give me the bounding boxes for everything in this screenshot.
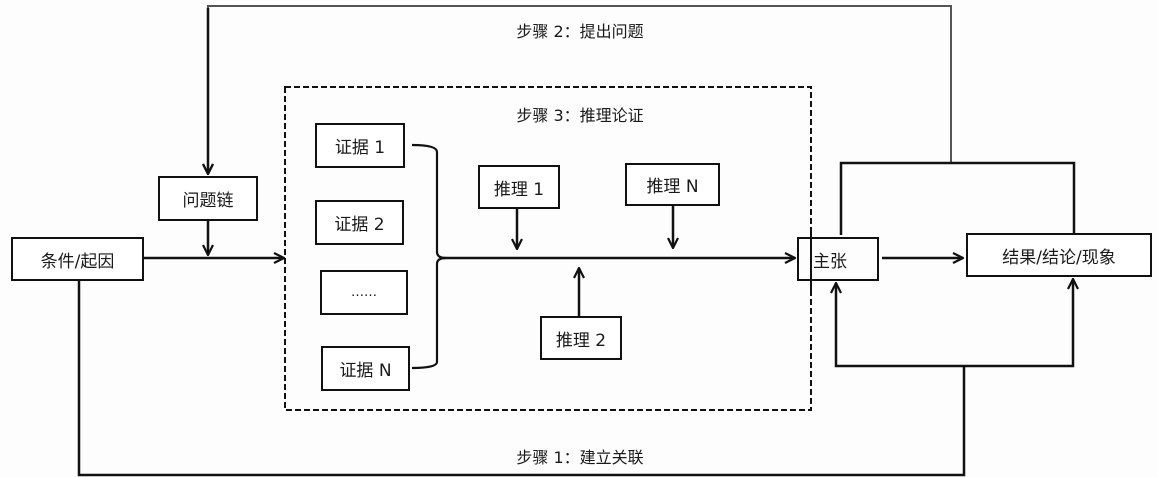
bottom-bracket-to-result	[964, 279, 1073, 368]
condition-node: 条件/起因	[11, 237, 144, 281]
evidence-brace	[411, 143, 447, 370]
reasoning-1-node: 推理 1	[478, 165, 560, 209]
evidence-1-node: 证据 1	[315, 123, 405, 168]
result-node: 结果/结论/现象	[966, 233, 1152, 277]
step1-label: 步骤 1：建立关联	[516, 448, 644, 467]
evidence-ellipsis-node: ……	[320, 270, 408, 315]
reasoning-n-node: 推理 N	[625, 163, 720, 206]
question-chain-node: 问题链	[158, 176, 258, 221]
bottom-bracket-to-claim	[836, 283, 964, 368]
reasoning-2-node: 推理 2	[540, 316, 622, 360]
step3-label: 步骤 3：推理论证	[516, 106, 644, 125]
evidence-n-node: 证据 N	[321, 346, 410, 391]
claim-node: 主张	[797, 237, 879, 281]
claim-result-top-bracket	[839, 161, 1076, 235]
step1-loop-line	[77, 280, 966, 477]
evidence-2-node: 证据 2	[315, 200, 404, 245]
step2-label: 步骤 2：提出问题	[516, 22, 644, 41]
